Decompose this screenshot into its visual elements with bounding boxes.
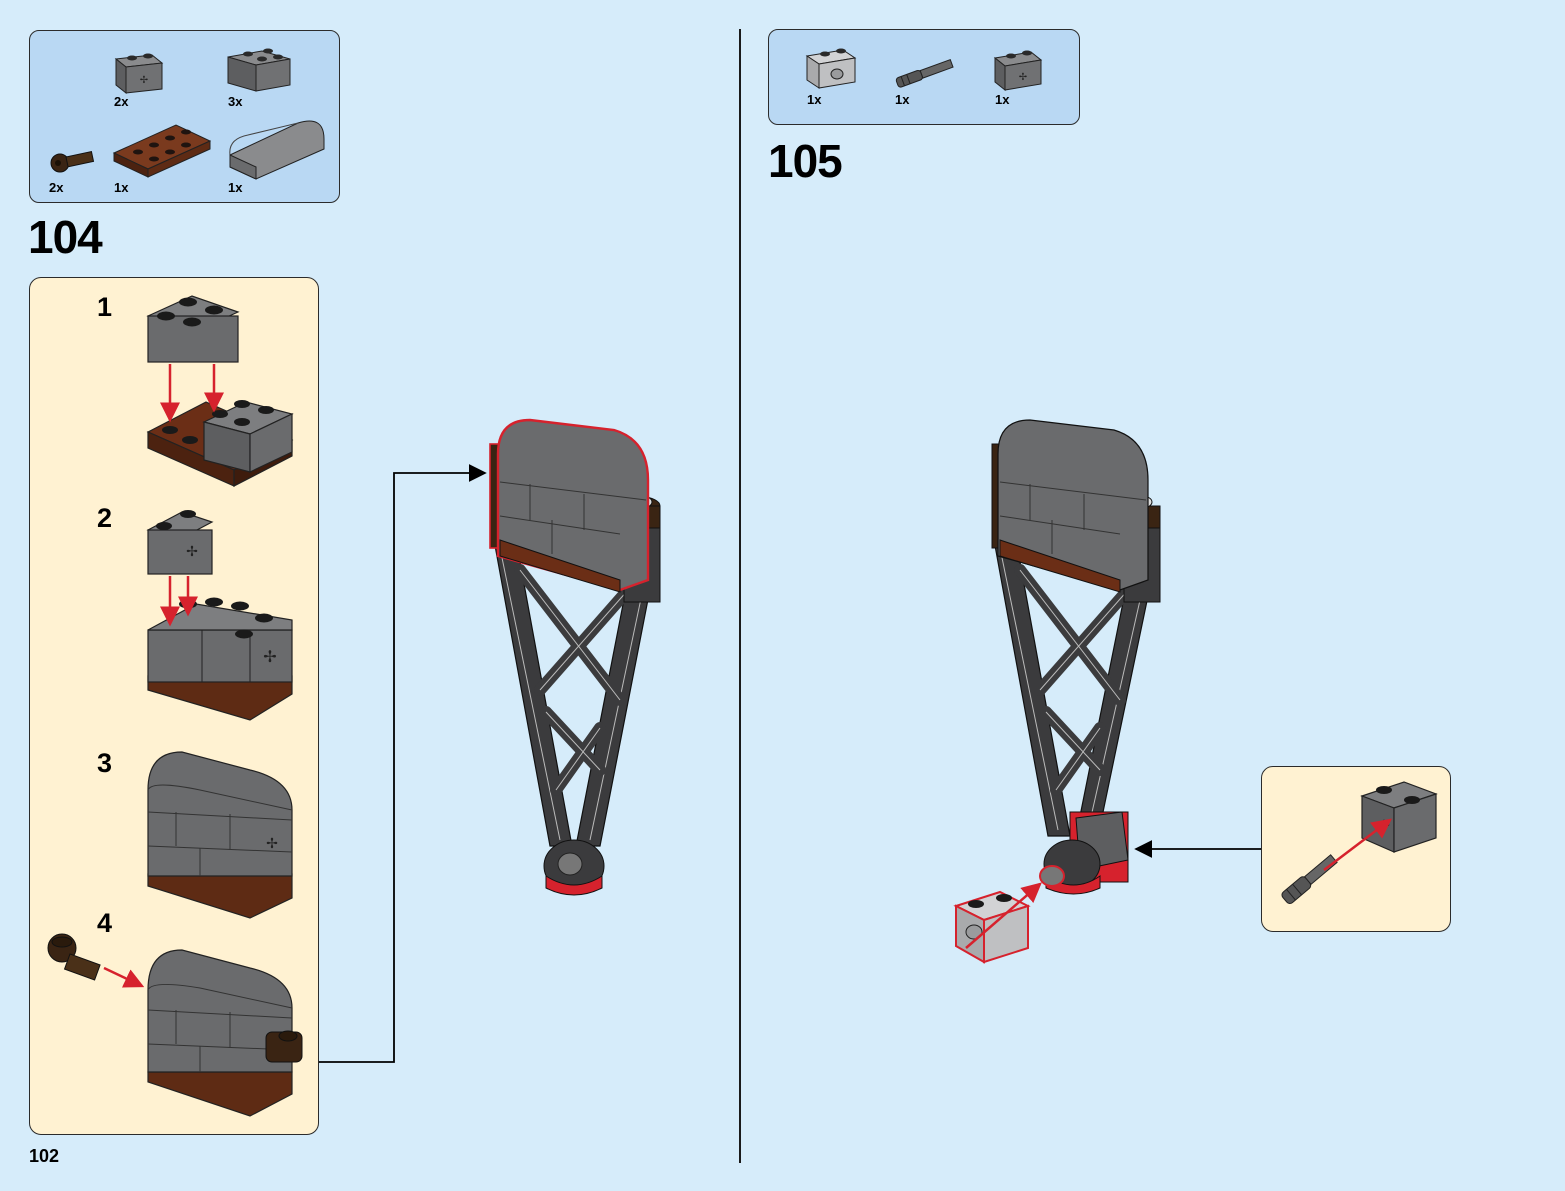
svg-text:✢: ✢	[266, 835, 278, 851]
parts-list-104: ✢	[29, 30, 340, 203]
part-qty-105-1: 1x	[807, 92, 822, 107]
technic-brick-dark-gray-icon: ✢	[993, 50, 1043, 92]
axle-pin-icon	[895, 58, 954, 88]
parts-list-105-icons: ✢	[805, 48, 1043, 92]
brick-2x2-icon	[227, 48, 291, 92]
svg-text:✢: ✢	[263, 649, 276, 666]
technic-brick-icon: ✢	[114, 53, 164, 95]
part-qty-105-3: 1x	[995, 92, 1010, 107]
substep-number-2: 2	[97, 503, 113, 533]
svg-text:✢: ✢	[140, 75, 148, 86]
tower-model-105	[953, 419, 1161, 964]
part-qty-3: 2x	[49, 180, 64, 195]
part-qty-1: 2x	[114, 94, 129, 109]
technic-brick-light-gray-icon	[805, 48, 857, 89]
part-qty-2: 3x	[228, 94, 243, 109]
substep-1-illustration	[146, 295, 294, 487]
svg-text:✢: ✢	[186, 543, 198, 559]
light-gray-technic-brick	[953, 890, 1031, 964]
page-divider	[739, 29, 741, 1163]
plate-2x4-icon	[112, 124, 212, 178]
pin-connector-icon	[50, 151, 95, 173]
callout-105-illustration: ✢	[1281, 781, 1438, 905]
part-qty-4: 1x	[114, 180, 129, 195]
substep-number-4: 4	[97, 908, 113, 938]
substep-3-illustration: ✢	[147, 751, 293, 919]
page-number: 102	[29, 1146, 60, 1166]
step-number-104: 104	[28, 211, 103, 263]
parts-list-104-icons: ✢	[50, 48, 325, 180]
curved-slope-icon	[229, 120, 325, 180]
step-number-105: 105	[768, 135, 843, 187]
substep-number-1: 1	[97, 292, 113, 322]
tower-model-104	[489, 418, 661, 896]
substep-4-illustration	[47, 933, 303, 1117]
substep-number-3: 3	[97, 748, 113, 778]
parts-list-105: ✢ 1x 1x 1x	[768, 29, 1080, 125]
svg-text:✢: ✢	[1019, 72, 1027, 83]
part-qty-105-2: 1x	[895, 92, 910, 107]
substep-2-illustration: ✢ ✢	[146, 510, 293, 721]
part-qty-5: 1x	[228, 180, 243, 195]
